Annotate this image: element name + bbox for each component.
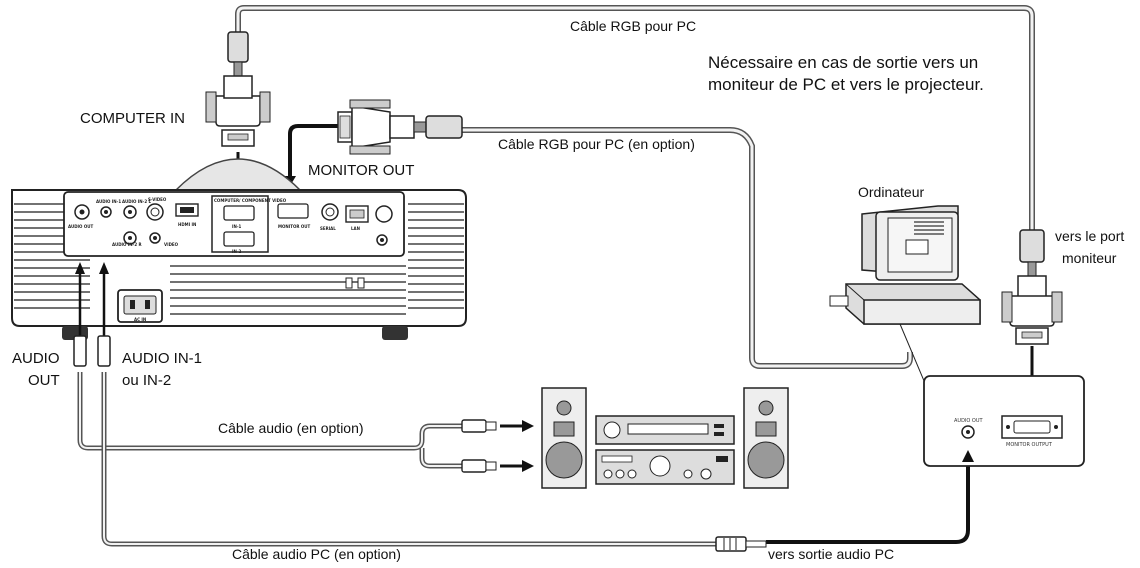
panel-label: VIDEO: [164, 242, 179, 247]
computer: [829, 205, 981, 325]
rgb-connector-monitor-port: [1001, 229, 1063, 345]
label-audio-out-2: OUT: [28, 372, 60, 389]
label-audio-out-1: AUDIO: [12, 350, 60, 367]
rgb-cable-optional: [462, 127, 913, 369]
panel-label: LAN: [351, 226, 360, 231]
panel-label: IN-2: [232, 249, 241, 254]
panel-label: AC IN: [134, 317, 146, 322]
pc-panel-label: AUDIO OUT: [954, 418, 984, 424]
rgb-connector-computer-in: [205, 31, 271, 147]
panel-label: IN-1: [232, 224, 241, 229]
label-rgb-cable: Câble RGB pour PC: [570, 18, 697, 34]
label-rgb-cable-optional: Câble RGB pour PC (en option): [498, 136, 695, 152]
panel-label: AUDIO IN-2 R: [112, 242, 142, 247]
projector: AUDIO IN-1 AUDIO IN-2 L S-VIDEO HDMI IN …: [11, 158, 467, 340]
label-pc-audio-cable: Câble audio PC (en option): [232, 546, 401, 562]
stereo-plug: [715, 536, 767, 552]
label-ordinateur: Ordinateur: [858, 184, 925, 200]
label-vers-port-2: moniteur: [1062, 250, 1117, 266]
panel-label: SERIAL: [320, 226, 336, 231]
speaker-left: [541, 387, 587, 489]
panel-label: AUDIO IN-2 L: [122, 199, 151, 204]
label-note-line1: Nécessaire en cas de sortie vers un: [708, 53, 979, 72]
label-audio-cable: Câble audio (en option): [218, 420, 364, 436]
panel-label: AUDIO IN-1: [96, 199, 121, 204]
panel-label: S-VIDEO: [148, 197, 167, 202]
label-audio-in-2: ou IN-2: [122, 372, 172, 389]
panel-label: COMPUTER/ COMPONENT VIDEO: [214, 198, 287, 203]
rca-plugs-amp: [461, 419, 534, 473]
tuner: [595, 415, 735, 445]
pc-panel-label: MONITOR OUTPUT: [1006, 442, 1053, 448]
panel-label: HDMI IN: [178, 222, 196, 227]
label-note-line2: moniteur de PC et vers le projecteur.: [708, 75, 984, 94]
label-audio-in-1: AUDIO IN-1: [122, 350, 203, 367]
label-computer-in: COMPUTER IN: [80, 110, 185, 127]
rgb-connector-monitor-out: [337, 99, 463, 155]
arrow-up-icon: [962, 450, 974, 462]
speaker-right: [743, 387, 789, 489]
label-vers-port-1: vers le port: [1055, 228, 1125, 244]
amplifier: [595, 449, 735, 485]
pc-rear-panel: AUDIO OUT MONITOR OUTPUT: [923, 375, 1085, 467]
panel-label: MONITOR OUT: [278, 224, 310, 229]
label-monitor-out: MONITOR OUT: [308, 162, 415, 179]
label-vers-sortie-audio: vers sortie audio PC: [768, 546, 895, 562]
panel-label: AUDIO OUT: [68, 224, 93, 229]
